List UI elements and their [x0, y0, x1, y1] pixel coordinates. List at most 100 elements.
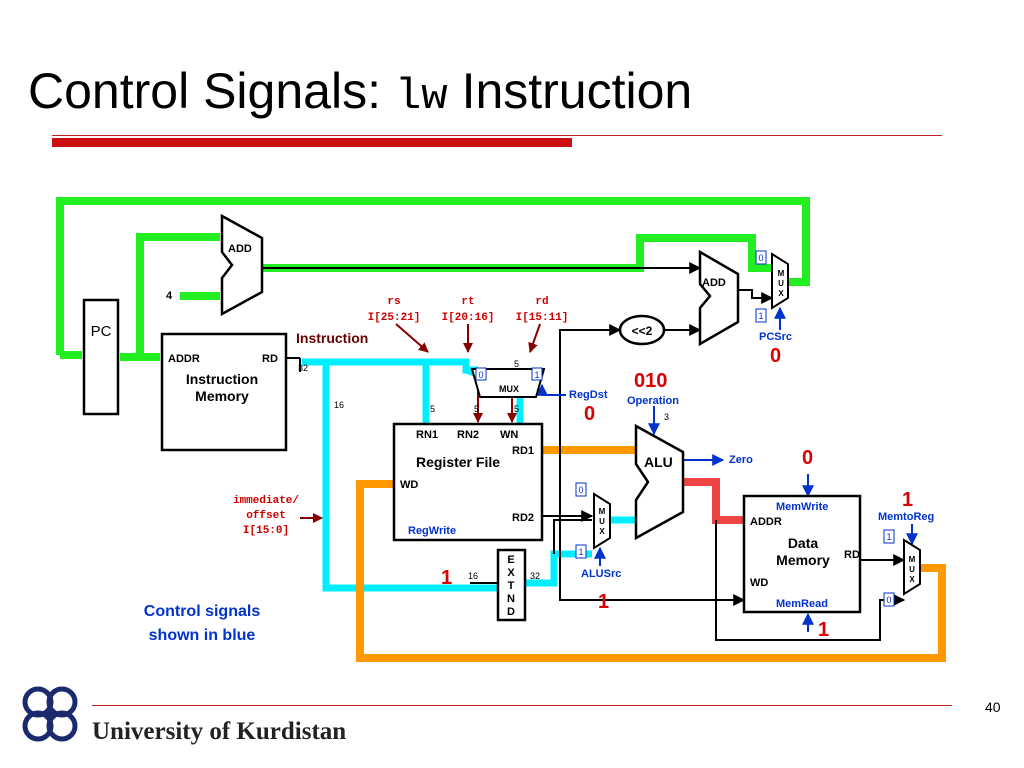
operation-label: Operation — [627, 395, 679, 407]
memtoreg-value: 1 — [902, 489, 913, 511]
svg-text:16: 16 — [468, 571, 478, 581]
pcsrc-mux: M U X 0 1 — [755, 250, 789, 323]
memtoreg-label: MemtoReg — [878, 511, 934, 523]
regwrite-label: RegWrite — [408, 525, 456, 537]
const-four: 4 — [166, 290, 173, 302]
svg-text:T: T — [508, 580, 515, 592]
svg-text:rd: rd — [535, 296, 548, 308]
zero-label: Zero — [729, 454, 753, 466]
title-prefix: Control Signals: — [28, 63, 395, 119]
regdst-label: RegDst — [569, 389, 608, 401]
svg-text:MemWrite: MemWrite — [776, 501, 828, 513]
svg-text:I[15:0]: I[15:0] — [243, 525, 289, 537]
svg-text:immediate/: immediate/ — [233, 495, 299, 507]
svg-text:1: 1 — [886, 532, 891, 542]
data-memory: ADDR RD WD Data Memory MemWrite MemRead — [742, 494, 862, 614]
alu-unit: ALU — [634, 423, 685, 541]
svg-text:5: 5 — [474, 404, 479, 414]
instruction-label: Instruction — [296, 330, 368, 346]
svg-text:WN: WN — [500, 429, 518, 441]
add-top-unit: ADD — [220, 213, 264, 317]
svg-text:5: 5 — [430, 404, 435, 414]
width-32-instr: 32 — [298, 363, 308, 373]
title-suffix: Instruction — [447, 63, 693, 119]
svg-text:U: U — [909, 565, 915, 574]
memwrite-value: 0 — [802, 447, 813, 469]
svg-text:PC: PC — [91, 323, 112, 340]
page-number: 40 — [985, 699, 1001, 715]
operation-width: 3 — [664, 412, 669, 422]
title-rule-thin — [52, 135, 942, 136]
svg-text:5: 5 — [514, 404, 519, 414]
wires — [262, 262, 906, 641]
svg-text:Data: Data — [788, 535, 819, 551]
sign-ext-path — [525, 550, 592, 587]
pcsrc-value: 0 — [770, 345, 781, 367]
active-paths — [56, 197, 946, 662]
title-rule-thick — [52, 138, 572, 147]
width-16-instr: 16 — [334, 400, 344, 410]
svg-text:rt: rt — [461, 296, 474, 308]
memread-value: 1 — [818, 619, 829, 641]
svg-text:I[25:21]: I[25:21] — [368, 312, 421, 324]
pcsrc-label: PCSrc — [759, 331, 792, 343]
svg-text:MUX: MUX — [499, 384, 519, 394]
svg-text:RD2: RD2 — [512, 512, 534, 524]
svg-text:offset: offset — [246, 510, 286, 522]
svg-text:<<2: <<2 — [632, 324, 653, 338]
svg-text:I[15:11]: I[15:11] — [516, 312, 569, 324]
instruction-memory: ADDR RD Instruction Memory — [160, 332, 288, 452]
svg-text:Instruction: Instruction — [186, 371, 258, 387]
svg-text:RD1: RD1 — [512, 445, 534, 457]
svg-text:rs: rs — [387, 296, 400, 308]
shift-left-2: <<2 — [618, 314, 666, 346]
svg-text:M: M — [778, 269, 785, 278]
writeback-path — [356, 480, 946, 662]
instruction-fields: rs I[25:21] rt I[20:16] rd I[15:11] imme… — [233, 296, 568, 537]
register-file: RN1 RN2 WN RD1 WD RD2 Register File 5 5 … — [392, 404, 544, 542]
svg-text:1: 1 — [534, 370, 539, 380]
alu-result-path — [683, 478, 744, 524]
svg-text:M: M — [599, 507, 606, 516]
alusrc-mux: M U X 0 1 — [575, 482, 611, 559]
svg-text:WD: WD — [750, 577, 768, 589]
svg-text:1: 1 — [758, 311, 763, 321]
svg-text:U: U — [599, 517, 605, 526]
svg-text:X: X — [909, 575, 915, 584]
svg-text:RD: RD — [844, 549, 860, 561]
svg-text:X: X — [507, 567, 515, 579]
pc-loop-path — [56, 197, 810, 355]
svg-text:0: 0 — [886, 595, 891, 605]
university-name: University of Kurdistan — [92, 718, 347, 745]
svg-text:0: 0 — [758, 253, 763, 263]
svg-text:RN2: RN2 — [457, 429, 479, 441]
svg-text:N: N — [507, 593, 515, 605]
svg-text:ADD: ADD — [702, 277, 726, 289]
svg-text:X: X — [778, 289, 784, 298]
pc-plus4-path — [262, 234, 772, 272]
regdst-value: 0 — [584, 403, 595, 425]
imm-field-path — [322, 362, 498, 592]
sign-extend-unit: E X T N D 16 32 — [468, 548, 540, 622]
svg-text:I[20:16]: I[20:16] — [442, 312, 495, 324]
svg-text:ADDR: ADDR — [750, 516, 782, 528]
control-note-line2: shown in blue — [149, 627, 256, 644]
memtoreg-mux: M U X 1 0 — [883, 529, 921, 607]
svg-text:U: U — [778, 279, 784, 288]
control-note-line1: Control signals — [144, 603, 261, 620]
svg-text:ADDR: ADDR — [168, 353, 200, 365]
svg-text:32: 32 — [530, 571, 540, 581]
regwrite-value: 1 — [441, 567, 452, 589]
pc-register: PC — [82, 298, 120, 416]
add-branch-unit: ADD — [698, 249, 740, 347]
svg-text:X: X — [599, 527, 605, 536]
control-arrows — [536, 306, 918, 632]
svg-text:M: M — [909, 555, 916, 564]
svg-text:0: 0 — [478, 370, 483, 380]
svg-text:RD: RD — [262, 353, 278, 365]
svg-text:ALU: ALU — [644, 454, 673, 470]
svg-text:1: 1 — [578, 547, 583, 557]
svg-text:D: D — [507, 606, 515, 618]
operation-value: 010 — [634, 370, 667, 392]
